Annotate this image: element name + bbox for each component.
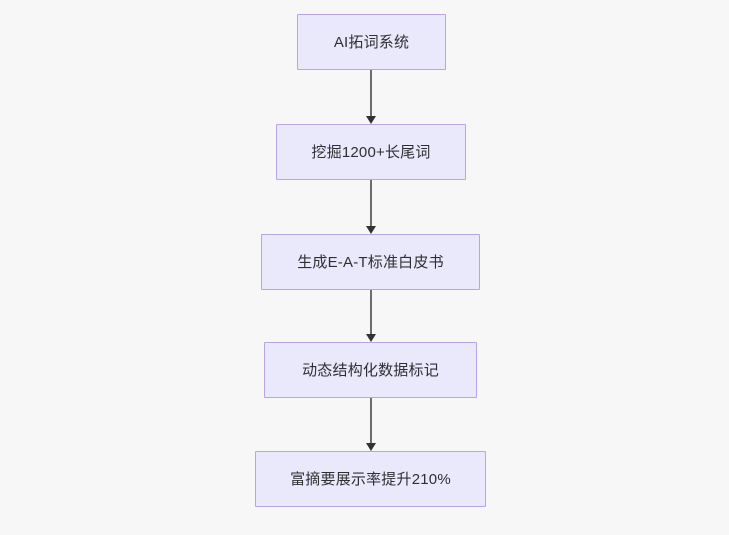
flow-node-label: 生成E-A-T标准白皮书 bbox=[297, 253, 444, 271]
edge-line bbox=[370, 290, 372, 335]
edge-line bbox=[370, 180, 372, 227]
edge-line bbox=[370, 70, 372, 117]
flow-node-label: 动态结构化数据标记 bbox=[302, 361, 439, 379]
edge-line bbox=[370, 398, 372, 444]
arrowhead-down-icon bbox=[366, 226, 376, 234]
flow-node-dynamic-structured-data-markup[interactable]: 动态结构化数据标记 bbox=[264, 342, 477, 398]
arrowhead-down-icon bbox=[366, 334, 376, 342]
flow-node-generate-eat-whitepaper[interactable]: 生成E-A-T标准白皮书 bbox=[261, 234, 480, 290]
arrowhead-down-icon bbox=[366, 116, 376, 124]
flow-node-label: 富摘要展示率提升210% bbox=[290, 470, 451, 488]
flow-node-rich-snippet-impression-uplift[interactable]: 富摘要展示率提升210% bbox=[255, 451, 486, 507]
arrowhead-down-icon bbox=[366, 443, 376, 451]
flow-node-label: 挖掘1200+长尾词 bbox=[311, 143, 431, 161]
flow-node-ai-keyword-system[interactable]: AI拓词系统 bbox=[297, 14, 446, 70]
flow-node-label: AI拓词系统 bbox=[333, 33, 410, 51]
flow-node-mine-longtail-keywords[interactable]: 挖掘1200+长尾词 bbox=[276, 124, 466, 180]
